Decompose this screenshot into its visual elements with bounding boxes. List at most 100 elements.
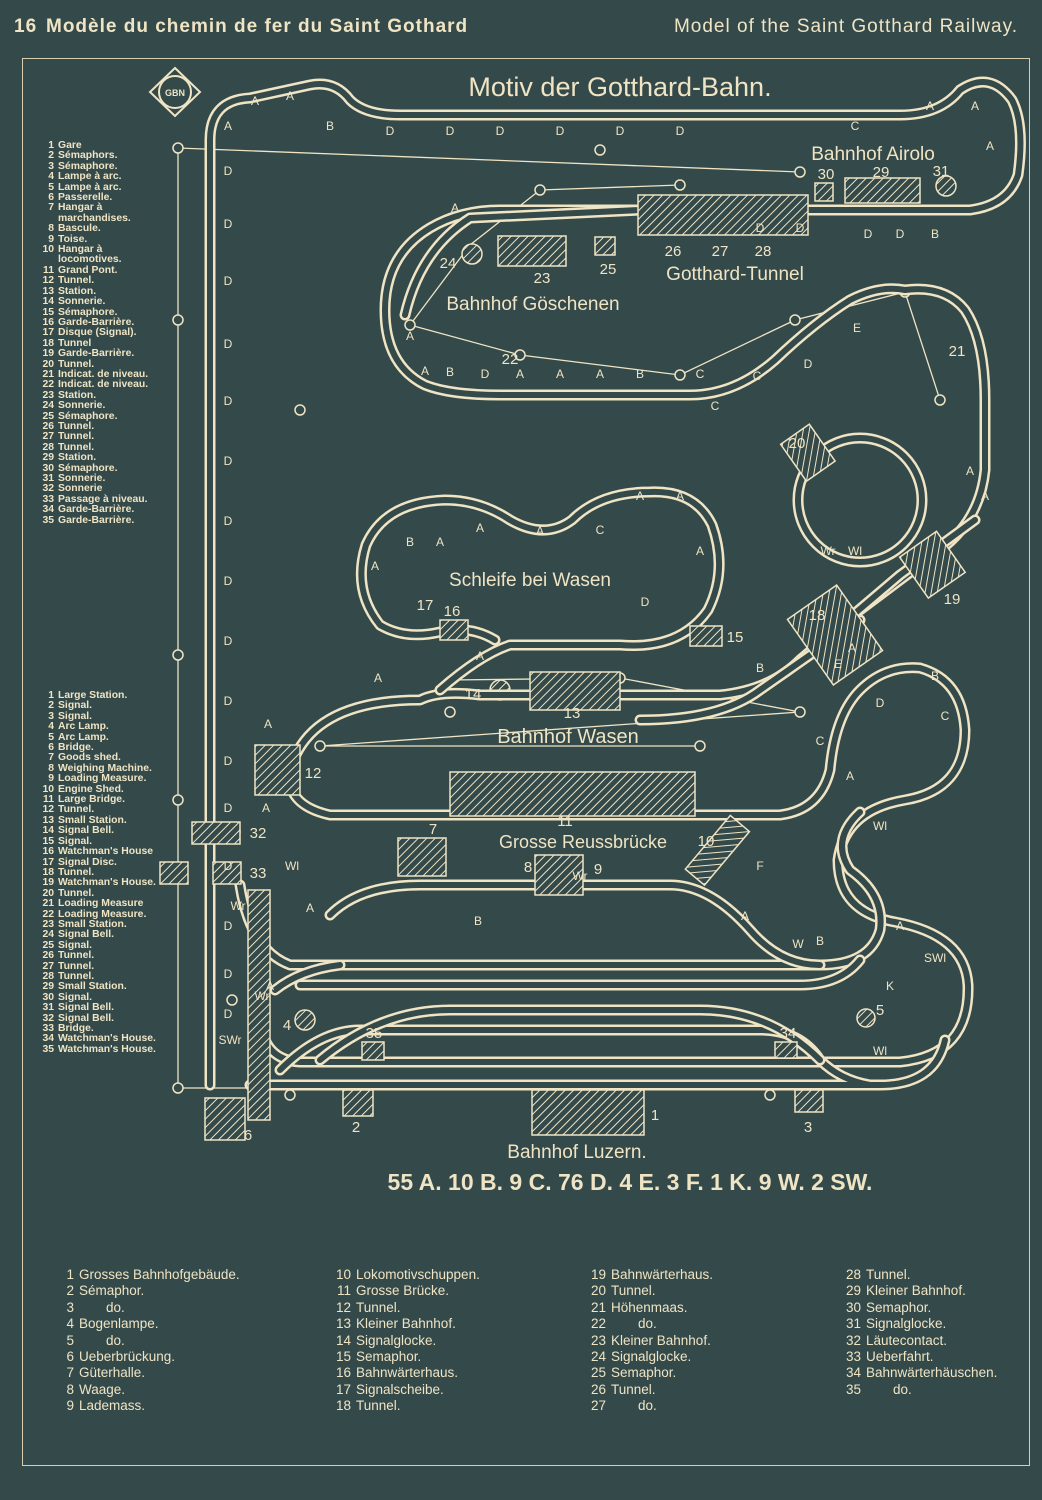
diagram-title: Motiv der Gotthard-Bahn.: [468, 72, 771, 102]
track-marker-A: A: [476, 649, 484, 663]
track-marker-D: D: [224, 454, 233, 468]
legend-number: 26: [590, 1381, 606, 1397]
track-marker-B: B: [931, 669, 939, 683]
legend-number: 5: [66, 1332, 74, 1348]
track-marker-C: C: [711, 399, 720, 413]
buildings: [159, 177, 967, 1141]
legend-text: Hangar à locomotives.: [58, 244, 122, 266]
gotthard-tunnel-block: [637, 194, 809, 236]
legend-number: 33: [845, 1349, 861, 1365]
item-number-1: 1: [651, 1107, 659, 1124]
legend-text: Small Station.: [58, 814, 127, 826]
track-segment: [358, 488, 863, 723]
legend-text: Güterhalle.: [79, 1365, 146, 1381]
legend-number: 1: [48, 140, 54, 151]
signal-post: [172, 314, 184, 326]
legend-number: 13: [335, 1316, 351, 1332]
legend-number: 29: [42, 452, 54, 464]
track-marker-A: A: [896, 919, 904, 933]
legend-text: Hangar à marchandises.: [58, 202, 131, 224]
legend-text: Garde-Barrière.: [58, 514, 135, 526]
legend-text: Höhenmaas.: [611, 1299, 688, 1315]
item-number-33: 33: [250, 865, 267, 882]
signal-post: [314, 740, 326, 752]
legend-text: Tunnel.: [58, 950, 95, 962]
legend-text: Läutecontact.: [866, 1332, 948, 1348]
legend-number: 2: [66, 1283, 74, 1299]
legend-text: Signal Bell.: [58, 929, 115, 941]
legend-text: Semaphor.: [866, 1299, 932, 1315]
legend-text: Tunnel.: [58, 804, 95, 816]
legend-text: Watchman's House.: [58, 1043, 156, 1055]
legend-number: 34: [42, 1033, 54, 1045]
legend-number: 8: [66, 1381, 74, 1397]
watchman-house-16: [439, 619, 469, 641]
track-marker-A: A: [516, 367, 524, 381]
legend-text: Kleiner Bahnhof.: [866, 1283, 966, 1299]
legend-text: Station.: [58, 389, 97, 401]
legend-number: 21: [42, 368, 54, 380]
item-number-35: 35: [366, 1025, 383, 1042]
legend-text: Semaphor.: [356, 1349, 422, 1365]
legend-text: Tunnel.: [866, 1267, 911, 1282]
track-marker-D: D: [386, 124, 395, 138]
legend-text: Signalscheibe.: [356, 1381, 444, 1397]
item-number-8: 8: [524, 859, 532, 876]
track-marker-K: K: [886, 979, 894, 993]
legend-text: Station.: [58, 285, 97, 297]
legend-text: Garde-Barrière.: [58, 316, 135, 328]
legend-text: Sémaphore.: [58, 306, 118, 318]
legend-text: Tunnel.: [58, 431, 95, 443]
legend-text: Signalglocke.: [611, 1349, 692, 1365]
legend-text: Bogenlampe.: [79, 1316, 159, 1332]
track-marker-A: A: [406, 329, 414, 343]
legend-text: Tunnel.: [58, 960, 95, 972]
legend-text: Tunnel.: [611, 1381, 656, 1397]
track-marker-D: D: [896, 227, 905, 241]
signal-post: [172, 794, 184, 806]
track-marker-B: B: [474, 914, 482, 928]
airolo-station: [844, 177, 921, 204]
item-number-21: 21: [949, 343, 966, 360]
legend-number: 14: [335, 1332, 351, 1348]
legend-number: 9: [66, 1398, 74, 1414]
reuss-bridge: [449, 771, 696, 817]
legend-number: 24: [42, 929, 54, 941]
signal-post: [172, 1082, 184, 1094]
signal-post: [794, 166, 806, 178]
track-marker-B: B: [326, 119, 334, 133]
track-segment: [259, 517, 978, 1065]
legend-text: Loading Measure: [58, 898, 144, 910]
legend-text: Bridge.: [58, 742, 94, 754]
legend-text: Tunnel.: [58, 970, 95, 982]
bell-or-lamp: [856, 1008, 876, 1028]
legend-number: 30: [42, 991, 54, 1003]
track-marker-A: A: [264, 717, 272, 731]
legend-text: Signal Bell.: [58, 1012, 115, 1024]
legend-number: 21: [42, 898, 54, 910]
item-number-10: 10: [698, 833, 715, 850]
track-marker-Wl: Wl: [285, 859, 299, 873]
legend-number: 21: [590, 1299, 606, 1315]
legend-text: Signal.: [58, 710, 93, 722]
legend-text: Tunnel.: [58, 358, 95, 370]
legend-text: do.: [866, 1381, 912, 1397]
track-segment: [317, 1007, 823, 1063]
